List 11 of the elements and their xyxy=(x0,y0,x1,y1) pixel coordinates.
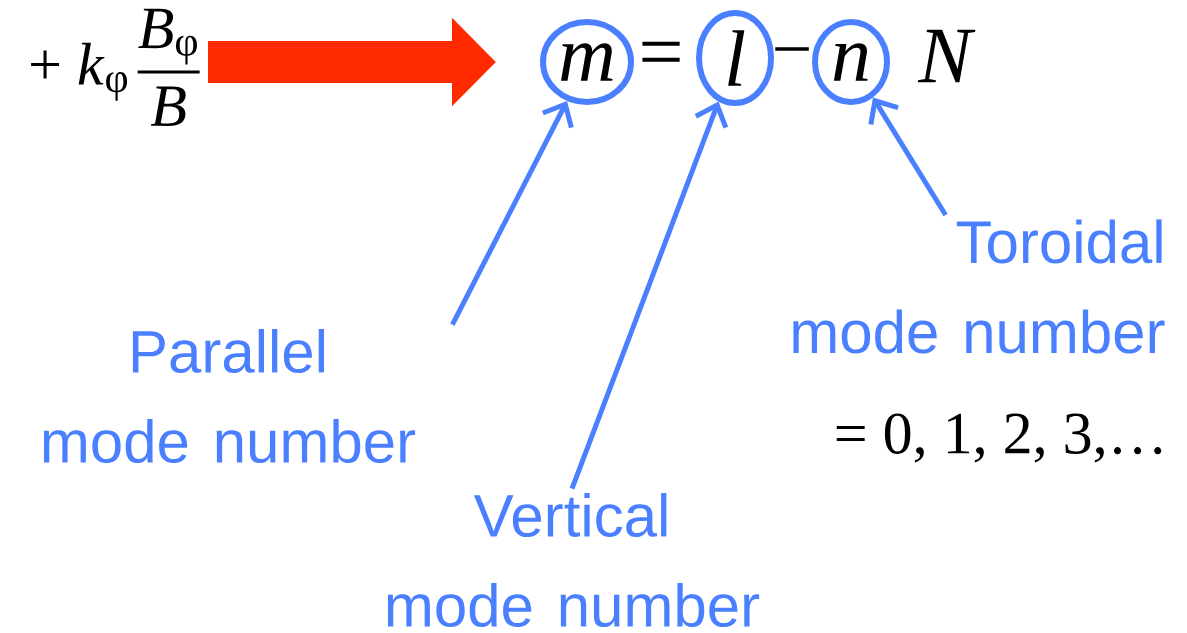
value-list: = 0, 1, 2, 3,… xyxy=(836,413,1162,463)
callout-label: Parallel mode number xyxy=(43,329,416,464)
symbol-text: N xyxy=(917,29,976,83)
callout-label: Toroidal mode number xyxy=(793,219,1165,354)
leader-arrow xyxy=(569,101,729,490)
callout-label: Vertical mode number xyxy=(387,493,760,628)
equals-sign: = xyxy=(642,41,680,62)
minus-sign: − xyxy=(775,47,809,51)
leader-arrow xyxy=(450,100,574,326)
formula-text: + k$_{φ}$ B$_{φ}$ B xyxy=(31,8,200,127)
leader-arrow xyxy=(868,97,948,217)
